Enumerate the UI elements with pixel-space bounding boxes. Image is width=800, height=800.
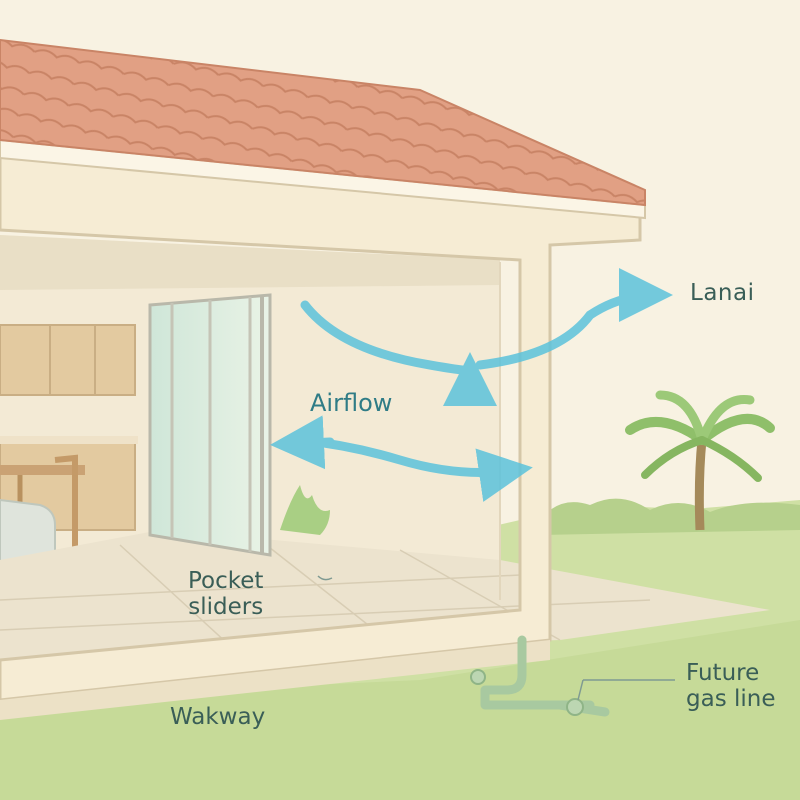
shrubs [540, 498, 800, 535]
airflow-label: Airflow [310, 389, 393, 417]
future-gas-line-label: Future gas line [686, 660, 776, 713]
airflow-arrows [270, 268, 673, 502]
pocket-sliders-label-line2: sliders [188, 594, 264, 621]
wall-frame [0, 148, 642, 702]
lanai-label: Lanai [690, 280, 755, 306]
pocket-leader-line [317, 575, 333, 581]
ceiling [0, 235, 500, 290]
future-gas-line-label-line1: Future [686, 660, 760, 686]
pocket-sliders [148, 293, 272, 557]
patio-floor [0, 530, 770, 660]
kitchen-cabinets [0, 324, 138, 531]
palm-tree [625, 390, 775, 531]
walkway-label: Wakway [170, 704, 266, 730]
future-gas-line-label-line2: gas line [686, 686, 776, 713]
front-lawn [0, 620, 800, 800]
pocket-sliders-label-line1: Pocket [188, 568, 264, 594]
roof [0, 38, 646, 207]
shrub-near-door [280, 485, 330, 535]
pocket-sliders-label: Pocket sliders [188, 568, 263, 621]
gas-pipe [470, 635, 610, 717]
wall-base [0, 640, 550, 720]
